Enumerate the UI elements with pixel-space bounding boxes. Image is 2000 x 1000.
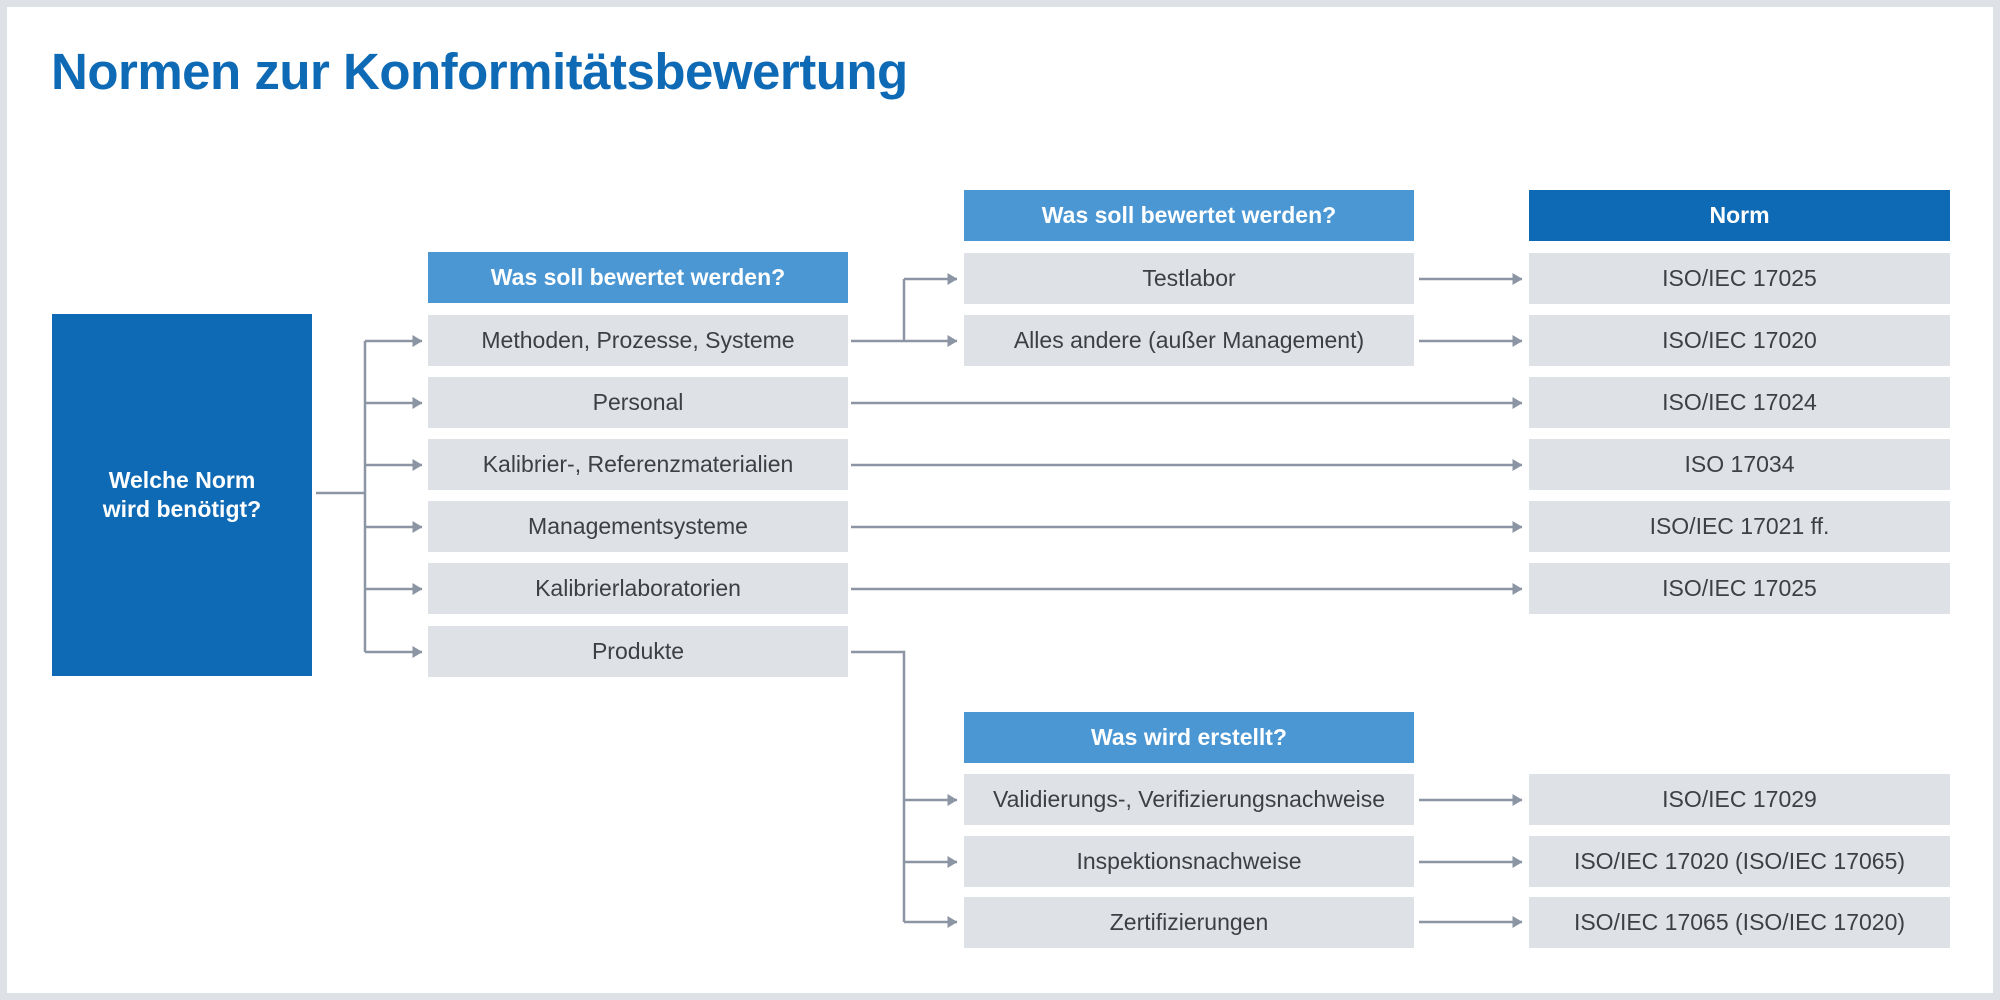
start-node-question: Welche Norm wird benötigt? [52, 314, 312, 676]
level2-item-inspektion: Inspektionsnachweise [964, 836, 1414, 887]
norm-item: ISO/IEC 17020 [1529, 315, 1950, 366]
level2-item-validierung: Validierungs-, Verifizierungsnachweise [964, 774, 1414, 825]
norm-item: ISO/IEC 17065 (ISO/IEC 17020) [1529, 897, 1950, 948]
level1-item-kalibrierlaboratorien: Kalibrierlaboratorien [428, 563, 848, 614]
level1-item-managementsysteme: Managementsysteme [428, 501, 848, 552]
level2-item-zertifizierung: Zertifizierungen [964, 897, 1414, 948]
connector-lines [316, 273, 1523, 928]
norm-item: ISO/IEC 17021 ff. [1529, 501, 1950, 552]
connector-produkte [851, 650, 906, 922]
level1-item-personal: Personal [428, 377, 848, 428]
norm-item: ISO/IEC 17029 [1529, 774, 1950, 825]
level2-item-testlabor: Testlabor [964, 253, 1414, 304]
page: Normen zur Konformitätsbewertung [7, 7, 1993, 993]
level1-item-produkte: Produkte [428, 626, 848, 677]
level1-item-kalibrier-referenzmaterialien: Kalibrier-, Referenzmaterialien [428, 439, 848, 490]
level2-top-header: Was soll bewertet werden? [964, 190, 1414, 241]
level1-header: Was soll bewertet werden? [428, 252, 848, 303]
norm-item: ISO/IEC 17025 [1529, 253, 1950, 304]
page-title: Normen zur Konformitätsbewertung [51, 43, 908, 100]
level2-bottom-header: Was wird erstellt? [964, 712, 1414, 763]
norm-item: ISO/IEC 17025 [1529, 563, 1950, 614]
level1-item-methoden: Methoden, Prozesse, Systeme [428, 315, 848, 366]
level2-item-alles-andere: Alles andere (außer Management) [964, 315, 1414, 366]
norm-header: Norm [1529, 190, 1950, 241]
norm-item: ISO/IEC 17024 [1529, 377, 1950, 428]
norm-item: ISO 17034 [1529, 439, 1950, 490]
norm-item: ISO/IEC 17020 (ISO/IEC 17065) [1529, 836, 1950, 887]
